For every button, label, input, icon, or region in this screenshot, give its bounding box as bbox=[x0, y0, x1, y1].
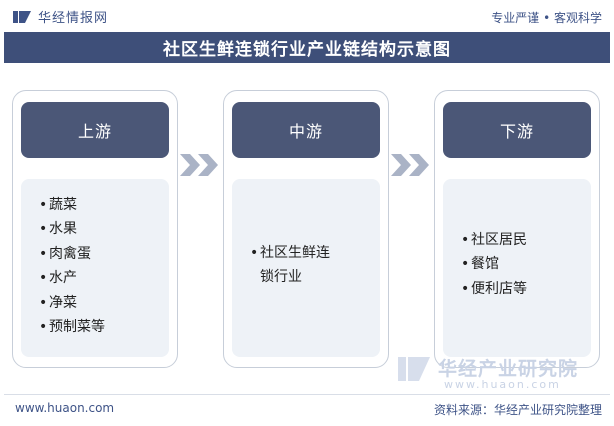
watermark-name: 华经产业研究院 bbox=[438, 358, 579, 380]
footer-source: 资料来源：华经产业研究院整理 bbox=[433, 403, 602, 417]
bullet-icon: • bbox=[39, 245, 48, 262]
brand-logo[interactable]: 华经情报网 bbox=[12, 7, 108, 26]
bullet-icon: • bbox=[39, 294, 48, 311]
watermark-url: www.huaon.com bbox=[444, 378, 561, 391]
list-item: •水产 bbox=[39, 266, 105, 290]
footer-divider bbox=[4, 394, 610, 395]
bullet-icon: • bbox=[39, 270, 48, 287]
list-item: •餐馆 bbox=[461, 252, 527, 276]
chevron-right-icon bbox=[180, 154, 218, 176]
top-bar: 华经情报网 专业严谨 • 客观科学 bbox=[0, 0, 614, 30]
upstream-panel: 上游 •蔬菜 •水果 •肉禽蛋 •水产 •净菜 •预制菜等 bbox=[12, 90, 178, 368]
huajing-logo-icon bbox=[13, 10, 31, 23]
logo-text: 华经情报网 bbox=[38, 11, 109, 26]
chevron-right-icon bbox=[391, 154, 429, 176]
bullet-icon: • bbox=[461, 232, 470, 248]
footer-website-link[interactable]: www.huaon.com bbox=[15, 401, 115, 415]
list-item: •便利店等 bbox=[461, 277, 527, 301]
list-item: •预制菜等 bbox=[39, 315, 105, 339]
midstream-header: 中游 bbox=[232, 102, 380, 158]
upstream-item-list: •蔬菜 •水果 •肉禽蛋 •水产 •净菜 •预制菜等 bbox=[39, 193, 105, 339]
downstream-panel: 下游 •社区居民 •餐馆 •便利店等 bbox=[434, 90, 600, 368]
midstream-item-list: •社区生鲜连 锁行业 bbox=[250, 241, 330, 289]
tagline: 专业严谨 • 客观科学 bbox=[491, 11, 602, 25]
downstream-item-list: •社区居民 •餐馆 •便利店等 bbox=[461, 228, 527, 301]
upstream-body: •蔬菜 •水果 •肉禽蛋 •水产 •净菜 •预制菜等 bbox=[21, 179, 169, 357]
midstream-body: •社区生鲜连 锁行业 bbox=[232, 179, 380, 357]
list-item: •水果 bbox=[39, 217, 105, 241]
midstream-panel: 中游 •社区生鲜连 锁行业 bbox=[223, 90, 389, 368]
watermark-logo-icon bbox=[398, 357, 430, 381]
downstream-body: •社区居民 •餐馆 •便利店等 bbox=[443, 179, 591, 357]
bullet-icon: • bbox=[39, 319, 48, 336]
bullet-icon: • bbox=[39, 197, 48, 213]
downstream-header: 下游 bbox=[443, 102, 591, 158]
list-item: •净菜 bbox=[39, 291, 105, 315]
list-item: •蔬菜 bbox=[39, 193, 105, 217]
list-item: •肉禽蛋 bbox=[39, 242, 105, 266]
list-item-continuation: 锁行业 bbox=[260, 269, 302, 285]
list-item: •社区居民 bbox=[461, 228, 527, 252]
upstream-header: 上游 bbox=[21, 102, 169, 158]
diagram-title: 社区生鲜连锁行业产业链结构示意图 bbox=[4, 32, 610, 63]
list-item: •社区生鲜连 bbox=[250, 241, 330, 265]
bullet-icon: • bbox=[461, 256, 470, 273]
bullet-icon: • bbox=[39, 221, 48, 238]
bullet-icon: • bbox=[250, 245, 259, 261]
bullet-icon: • bbox=[461, 280, 470, 297]
